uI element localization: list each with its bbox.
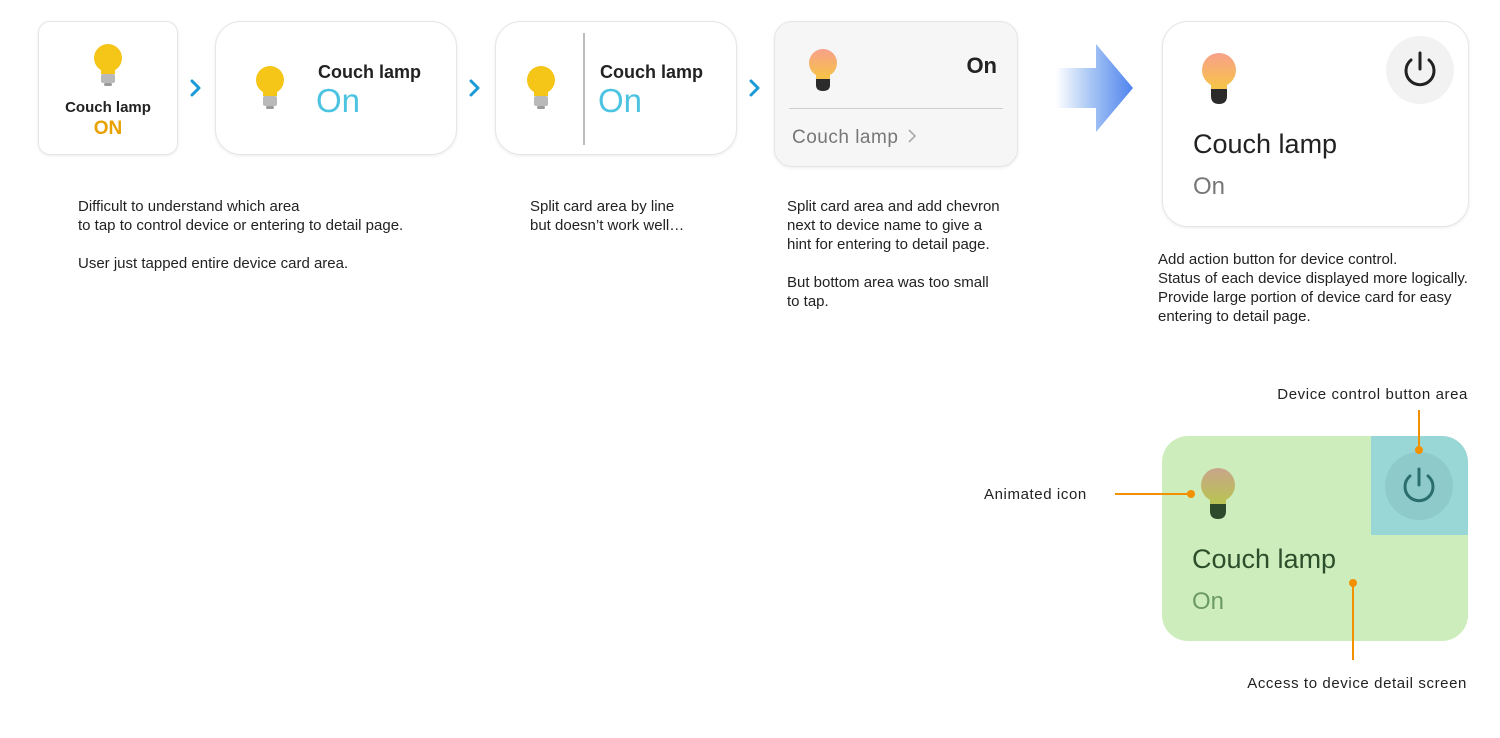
caption-line: But bottom area was too small: [787, 274, 989, 291]
device-name: Couch lamp: [792, 127, 899, 148]
device-card-v2[interactable]: Couch lamp On: [215, 21, 457, 155]
caption-line: Difficult to understand which area: [78, 198, 300, 215]
annotated-card: Couch lamp On: [1162, 436, 1468, 641]
device-status: On: [316, 82, 361, 119]
caption-line: to tap.: [787, 293, 829, 310]
annotation-animated-icon: Animated icon: [984, 486, 1087, 503]
card-divider: [789, 108, 1003, 109]
device-name: Couch lamp: [1192, 544, 1337, 574]
device-name: Couch lamp: [1193, 129, 1338, 159]
caption-line: Provide large portion of device card for…: [1158, 289, 1452, 306]
lightbulb-icon: [94, 44, 122, 86]
caption-step3: Split card area and add chevron next to …: [787, 197, 1000, 311]
annotation-line: [1352, 583, 1354, 660]
device-status: ON: [93, 118, 123, 139]
device-name: Couch lamp: [600, 62, 704, 82]
device-status: On: [1192, 588, 1225, 615]
caption-line: but doesn’t work well…: [530, 217, 685, 234]
annotation-dot: [1187, 490, 1195, 498]
caption-line: next to device name to give a: [787, 217, 983, 234]
annotation-detail-access: Access to device detail screen: [1247, 675, 1467, 692]
caption-step2: Split card area by line but doesn’t work…: [530, 197, 684, 235]
caption-line: hint for entering to detail page.: [787, 236, 990, 253]
chevron-right-icon: [908, 129, 916, 143]
device-card-final[interactable]: Couch lamp On: [1162, 21, 1469, 227]
device-card-v3[interactable]: Couch lamp On: [495, 21, 737, 155]
device-status: On: [598, 82, 643, 119]
caption-step1: Difficult to understand which area to ta…: [78, 197, 403, 273]
lightbulb-icon: [256, 66, 284, 109]
lightbulb-icon: [809, 49, 837, 91]
lightbulb-icon: [1202, 53, 1236, 104]
caption-line: to tap to control device or entering to …: [78, 217, 404, 234]
caption-line: User just tapped entire device card area…: [78, 255, 349, 272]
card-divider: [583, 33, 585, 145]
power-button[interactable]: [1386, 36, 1454, 104]
device-status: On: [966, 53, 997, 78]
chevron-right-icon: [190, 79, 201, 97]
device-status: On: [1193, 173, 1226, 200]
power-icon: [1404, 51, 1436, 87]
device-name: Couch lamp: [318, 62, 422, 82]
annotation-control-area: Device control button area: [1277, 386, 1468, 403]
lightbulb-icon: [1201, 468, 1235, 519]
chevron-right-icon: [469, 79, 480, 97]
annotation-line: [1418, 410, 1420, 450]
power-button[interactable]: [1385, 452, 1453, 520]
chevron-right-icon: [749, 79, 760, 97]
caption-line: Add action button for device control.: [1158, 251, 1398, 268]
caption-line: Split card area by line: [530, 198, 675, 215]
annotation-line: [1115, 493, 1191, 495]
caption-line: Split card area and add chevron: [787, 198, 1000, 215]
device-card-v1[interactable]: Couch lamp ON: [38, 21, 178, 155]
power-icon: [1403, 467, 1435, 503]
device-card-v4[interactable]: On Couch lamp: [774, 21, 1018, 167]
caption-line: entering to detail page.: [1158, 308, 1311, 325]
arrow-right-icon: [1056, 44, 1133, 132]
lightbulb-icon: [527, 66, 555, 109]
device-name: Couch lamp: [65, 99, 151, 116]
device-name-link[interactable]: Couch lamp: [792, 127, 917, 149]
caption-final: Add action button for device control. St…: [1158, 250, 1468, 326]
caption-line: Status of each device displayed more log…: [1158, 270, 1468, 287]
annotation-dot: [1415, 446, 1423, 454]
